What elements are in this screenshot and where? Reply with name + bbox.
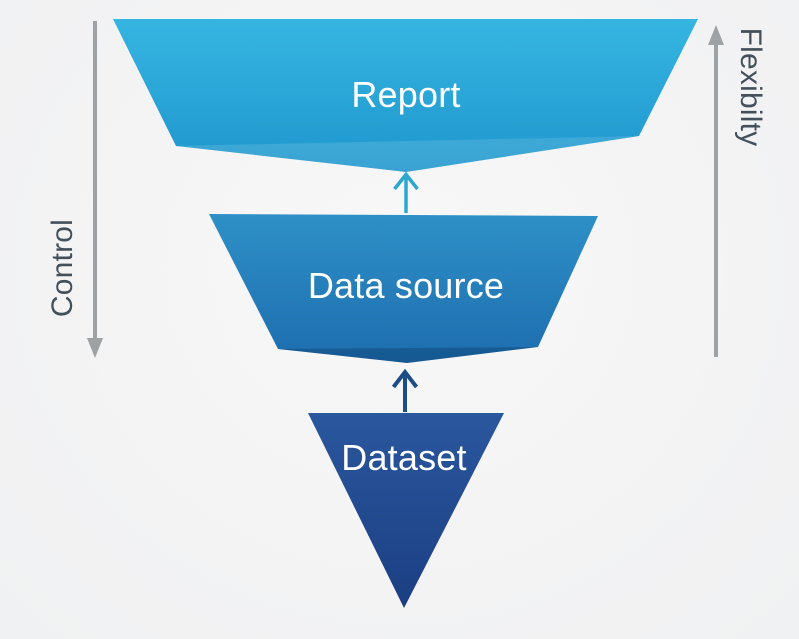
dataset-label: Dataset: [341, 437, 467, 478]
arrow-up-to-report-icon: [393, 171, 419, 213]
report-shape: [113, 19, 698, 172]
report-shape-fold: [176, 136, 639, 172]
flexibility-axis-label: Flexibilty: [734, 27, 767, 147]
flexibility-axis-arrow-icon: [708, 25, 724, 357]
data-source-shape-fold: [278, 347, 538, 363]
data-source-shape: [209, 214, 598, 363]
control-axis-label: Control: [46, 218, 79, 318]
data-source-label: Data source: [307, 265, 505, 306]
arrow-up-to-source-icon: [391, 368, 419, 412]
dataset-shape: [308, 413, 504, 608]
control-axis-arrow-icon: [87, 21, 103, 358]
report-label: Report: [351, 74, 461, 115]
